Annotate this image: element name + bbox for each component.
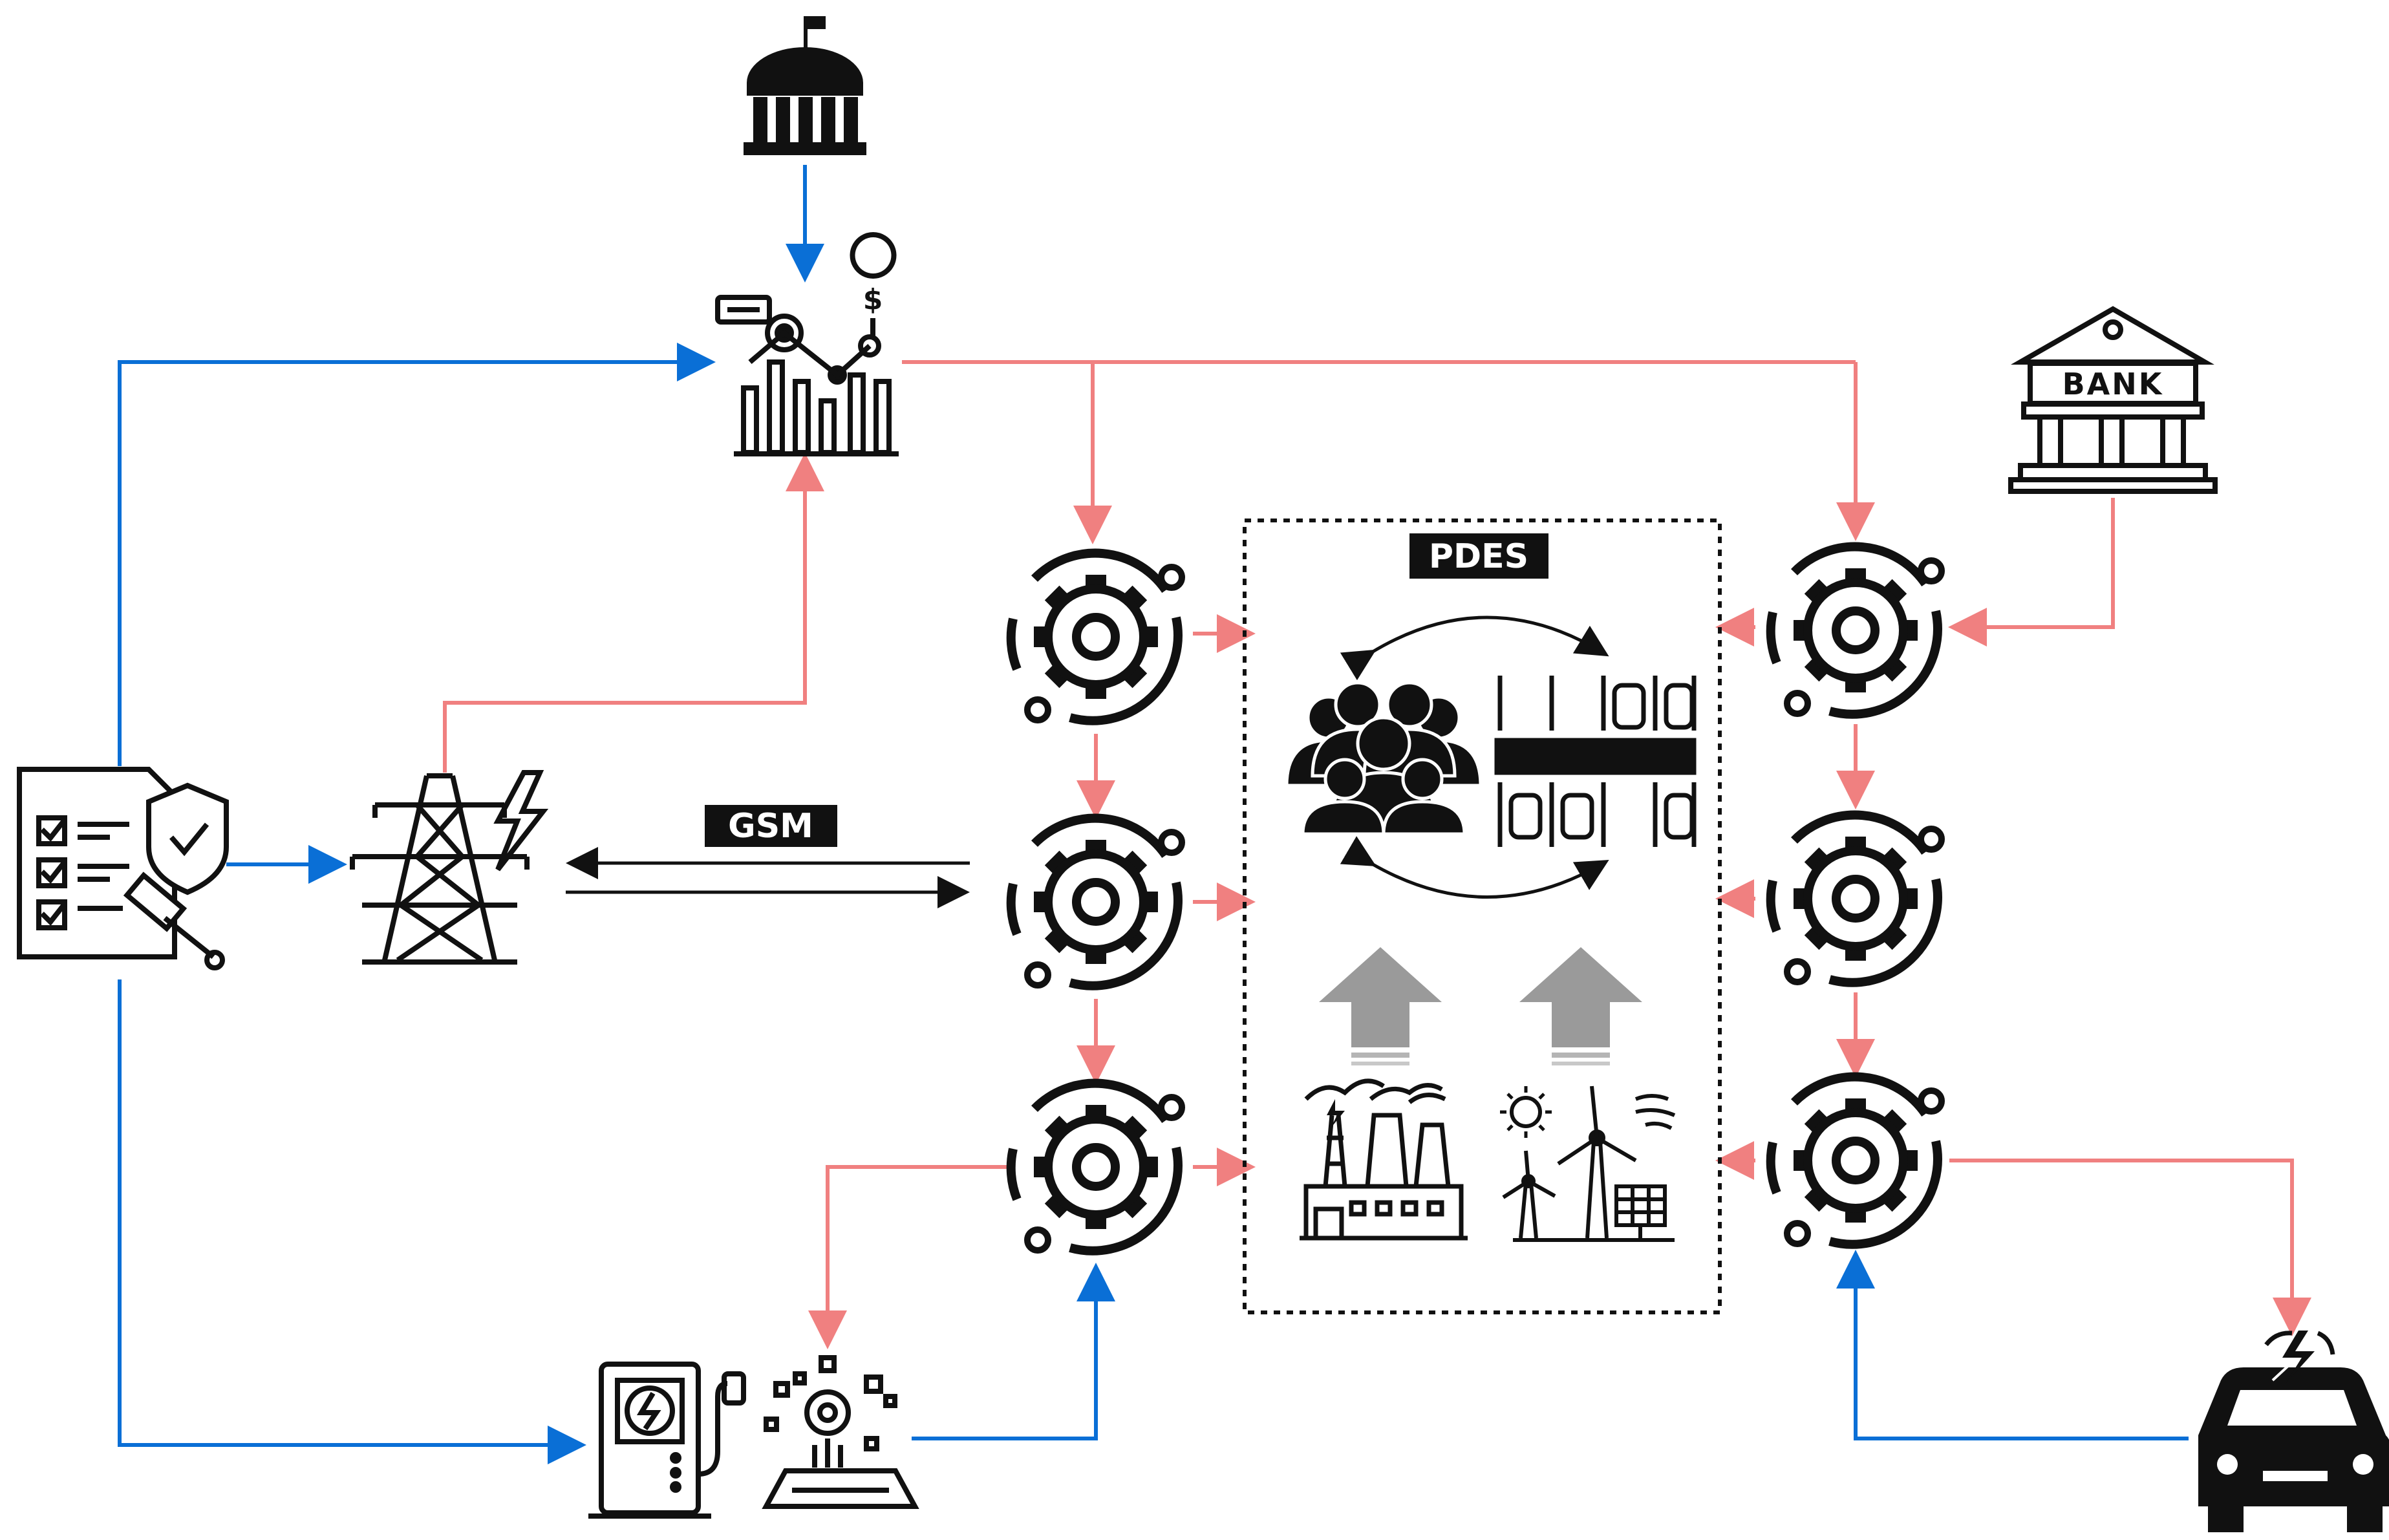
- operator-gear-icon: [1011, 1084, 1182, 1251]
- up-arrow-icon: [1519, 947, 1642, 1065]
- regulation-to-market-arrow: [118, 343, 716, 766]
- regulation-checklist-icon: [17, 767, 229, 970]
- gsm-label: GSM: [705, 805, 837, 847]
- charging-station-icon: [588, 1355, 919, 1519]
- operator-to-charging-arrow: [808, 1165, 1009, 1349]
- charging-to-operator-arrow: [912, 1263, 1115, 1440]
- regulation-to-charging-arrow: [118, 979, 586, 1464]
- power-plant-icon: [1300, 1078, 1468, 1241]
- bank-to-operator-arrow: [1948, 498, 2115, 647]
- svg-text:PDES: PDES: [1429, 537, 1528, 576]
- operator-gear-icon: [1771, 547, 1942, 714]
- government-building-icon: [744, 16, 866, 155]
- connectors: [118, 165, 2311, 1464]
- parking-lot-icon: [1494, 676, 1697, 847]
- operator-gear-icon: [1011, 818, 1182, 986]
- electric-vehicle-icon: [2198, 1331, 2389, 1532]
- transmission-tower-icon: [350, 773, 530, 965]
- lightning-icon: [493, 770, 549, 872]
- operator-gear-icon: [1771, 1077, 1942, 1245]
- tower-to-market-arrow: [443, 453, 824, 773]
- operator-gear-icon: [1011, 553, 1182, 721]
- operator-to-ev-arrow: [1949, 1159, 2311, 1336]
- renewables-icon: [1500, 1085, 1676, 1242]
- bank-icon: [2008, 306, 2218, 494]
- pdes-boundary: [1243, 519, 1722, 1314]
- dollar-sign: $: [863, 283, 883, 316]
- up-arrow-icon: [1319, 947, 1442, 1065]
- ev-to-operator-arrow: [1836, 1250, 2189, 1440]
- market-analytics-icon: [715, 232, 899, 456]
- consumers-group-icon: [1285, 681, 1483, 836]
- operator-gear-icon: [1771, 815, 1942, 983]
- pdes-cycle-bottom-arrow: [1340, 836, 1609, 899]
- plant-lightning-icon: [1327, 1099, 1345, 1128]
- pdes-cycle-top-arrow: [1340, 615, 1609, 681]
- svg-text:GSM: GSM: [728, 807, 813, 846]
- pdes-label: PDES: [1409, 533, 1548, 579]
- bank-label: BANK: [2062, 367, 2164, 401]
